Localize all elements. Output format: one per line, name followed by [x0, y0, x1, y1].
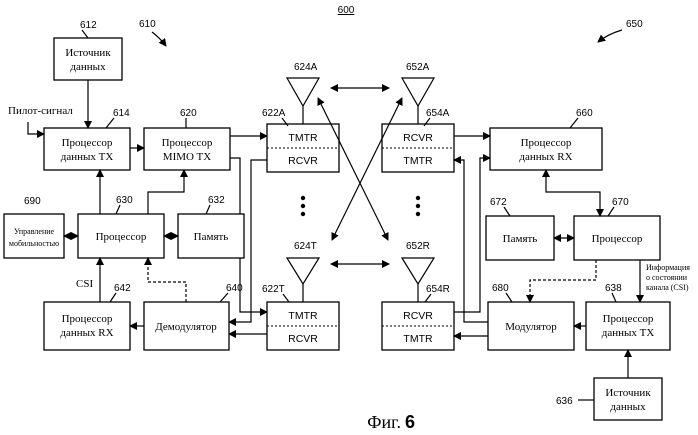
svg-text:Процессор: Процессор	[62, 137, 113, 149]
svg-text:RCVR: RCVR	[288, 155, 318, 167]
ref-660: 660	[576, 108, 593, 119]
modulator-box: Модулятор	[488, 302, 574, 350]
mimo-tx-processor-box: Процессор MIMO TX	[144, 128, 230, 170]
svg-text:Процессор: Процессор	[521, 137, 572, 149]
svg-text:MIMO TX: MIMO TX	[163, 151, 211, 163]
ref-612: 612	[80, 20, 97, 31]
data-source-box-left: Источник данных	[54, 38, 122, 80]
svg-text:Источник: Источник	[605, 387, 651, 399]
memory-box-left: Память	[178, 214, 244, 258]
transceiver-622a: TMTR RCVR	[267, 124, 339, 172]
antenna-624t	[287, 258, 319, 302]
ref-654r: 654R	[426, 284, 450, 295]
ref-622a: 622A	[262, 108, 286, 119]
svg-text:Процессор: Процессор	[162, 137, 213, 149]
svg-text:Демодулятор: Демодулятор	[155, 321, 217, 333]
ref-652r: 652R	[406, 241, 430, 252]
ref-672: 672	[490, 197, 507, 208]
figure-ref: 600	[338, 5, 355, 16]
ref-636: 636	[556, 396, 573, 407]
svg-text:данных: данных	[70, 61, 106, 73]
svg-text:TMTR: TMTR	[288, 310, 318, 322]
svg-text:Процессор: Процессор	[603, 313, 654, 325]
csi-label-left: CSI	[76, 278, 93, 290]
svg-text:RCVR: RCVR	[288, 333, 318, 345]
svg-text:данных RX: данных RX	[60, 327, 113, 339]
csi-info-line1: Информация	[646, 263, 690, 272]
svg-text:данных: данных	[610, 401, 646, 413]
svg-text:Модулятор: Модулятор	[505, 321, 557, 333]
system-ref-left: 610	[139, 19, 156, 30]
memory-box-right: Память	[486, 216, 554, 260]
svg-text:TMTR: TMTR	[403, 155, 433, 167]
csi-info-line3: канала (CSI)	[646, 283, 689, 292]
data-source-box-right: Источник данных	[594, 378, 662, 420]
transceiver-622t: TMTR RCVR	[267, 302, 339, 350]
processor-box-left: Процессор	[78, 214, 164, 258]
rx-data-processor-box-left: Процессор данных RX	[44, 302, 130, 350]
ref-640: 640	[226, 283, 243, 294]
ref-680: 680	[492, 283, 509, 294]
svg-text:Процессор: Процессор	[592, 233, 643, 245]
ref-654a: 654A	[426, 108, 450, 119]
ref-630: 630	[116, 195, 133, 206]
svg-text:данных TX: данных TX	[602, 327, 655, 339]
figure-caption-number: 6	[405, 412, 415, 432]
system-ref-right: 650	[626, 19, 643, 30]
processor-box-right: Процессор	[574, 216, 660, 260]
csi-info-line2: о состоянии	[646, 273, 688, 282]
svg-text:RCVR: RCVR	[403, 132, 433, 144]
ref-620: 620	[180, 108, 197, 119]
ref-638: 638	[605, 283, 622, 294]
ref-632: 632	[208, 195, 225, 206]
ref-690: 690	[24, 196, 41, 207]
svg-text:TMTR: TMTR	[403, 333, 433, 345]
svg-text:Источник: Источник	[65, 47, 111, 59]
tx-data-processor-box-right: Процессор данных TX	[586, 302, 670, 350]
transceiver-654r: RCVR TMTR	[382, 302, 454, 350]
mobility-management-box: Управление мобильностью	[4, 214, 64, 258]
svg-text:Процессор: Процессор	[96, 231, 147, 243]
svg-text:TMTR: TMTR	[288, 132, 318, 144]
svg-text:данных TX: данных TX	[61, 151, 114, 163]
svg-text:Память: Память	[194, 231, 229, 243]
transceiver-654a: RCVR TMTR	[382, 124, 454, 172]
svg-text:данных RX: данных RX	[519, 151, 572, 163]
svg-text:Процессор: Процессор	[62, 313, 113, 325]
svg-text:Память: Память	[503, 233, 538, 245]
antenna-624a	[287, 78, 319, 124]
ref-624a: 624A	[294, 62, 318, 73]
ref-642: 642	[114, 283, 131, 294]
ref-622t: 622T	[262, 284, 285, 295]
ref-652a: 652A	[406, 62, 430, 73]
rx-data-processor-box-right: Процессор данных RX	[490, 128, 602, 170]
svg-text:Управление: Управление	[14, 227, 55, 236]
ref-624t: 624T	[294, 241, 317, 252]
ref-670: 670	[612, 197, 629, 208]
figure-caption-text: Фиг.	[367, 412, 401, 432]
svg-text:RCVR: RCVR	[403, 310, 433, 322]
svg-text:мобильностью: мобильностью	[9, 239, 59, 248]
ref-614: 614	[113, 108, 130, 119]
tx-data-processor-box-left: Процессор данных TX	[44, 128, 130, 170]
demodulator-box: Демодулятор	[144, 302, 229, 350]
pilot-signal-label: Пилот-сигнал	[8, 105, 73, 117]
